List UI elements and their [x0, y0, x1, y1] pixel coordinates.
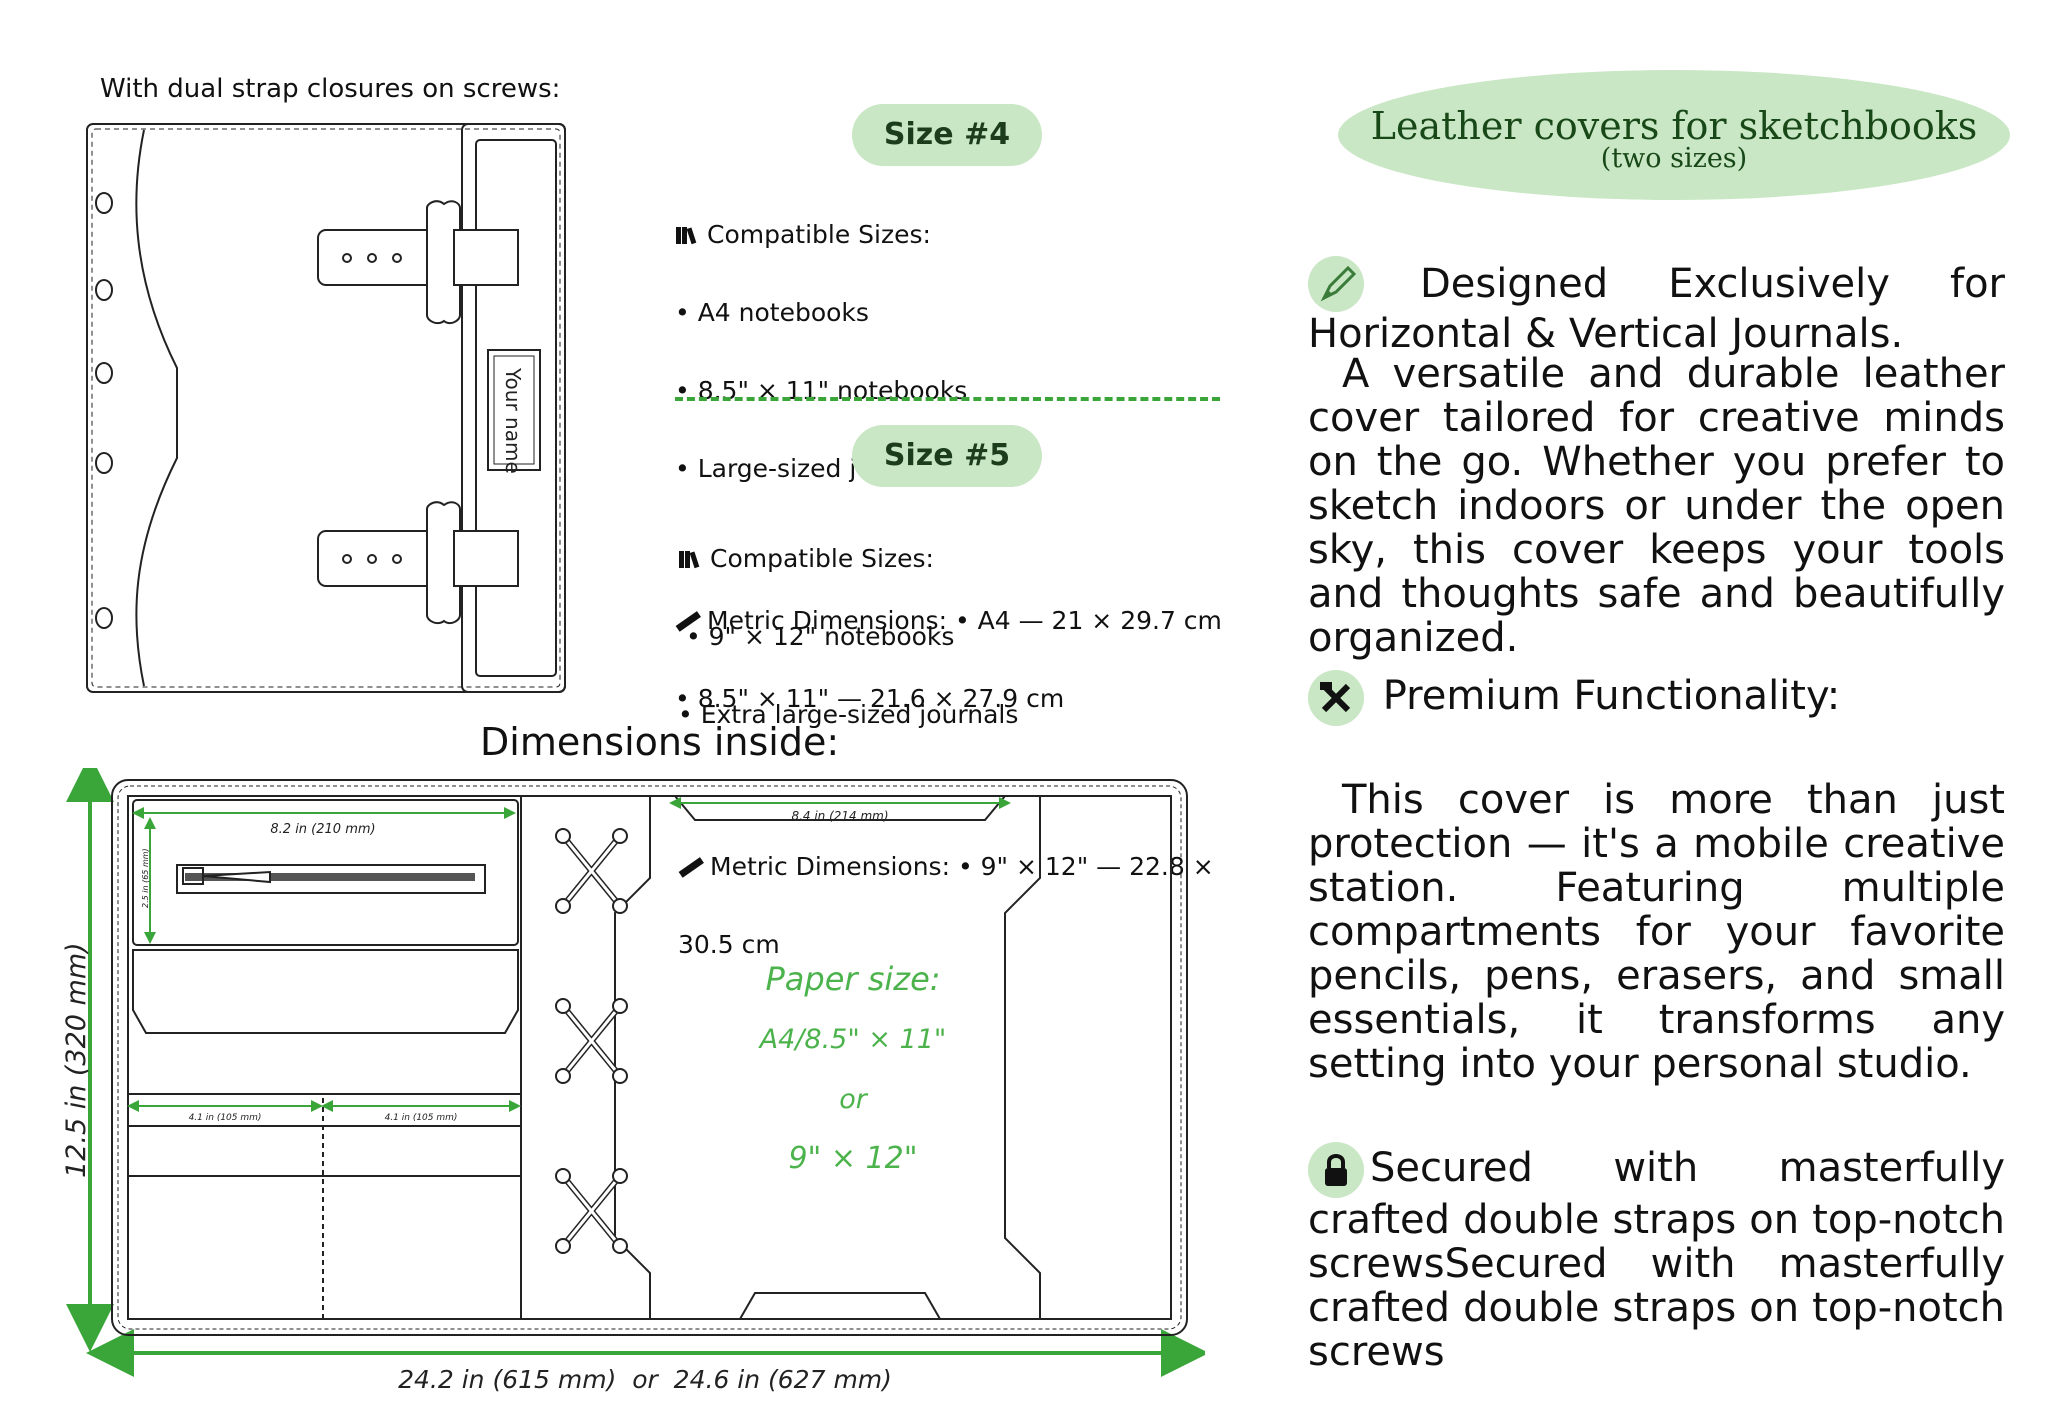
width-dimension-label: 24.2 in (615 mm) or 24.6 in (627 mm) — [398, 1365, 892, 1394]
slot-right-label: 4.1 in (105 mm) — [385, 1113, 458, 1123]
paper-or: or — [839, 1084, 869, 1115]
premium-paragraph: This cover is more than just protection … — [1308, 777, 2005, 1087]
size5-specs: Compatible Sizes: • 9" × 12" notebooks •… — [678, 494, 1214, 984]
slot-left-label: 4.1 in (105 mm) — [189, 1113, 262, 1123]
name-plate-text: Your name — [501, 367, 525, 474]
designed-rest: Horizontal & Vertical Journals. — [1308, 311, 1904, 357]
lock-icon — [1308, 1142, 1364, 1198]
pocket-height-label: 2.5 in (65 mm) — [141, 848, 150, 908]
size5-metric-line2: 30.5 cm — [678, 930, 780, 959]
premium-title: Premium Functionality: — [1382, 673, 1841, 719]
secured-paragraph: Secured with masterfully crafted double … — [1308, 1142, 2005, 1374]
size4-item: • A4 notebooks — [675, 298, 869, 327]
size4-label: Size #4 — [883, 117, 1011, 152]
size5-item: • 9" × 12" notebooks — [678, 622, 955, 651]
paper-top-label: 8.4 in (214 mm) — [791, 809, 888, 823]
header-pill: Leather covers for sketchbooks (two size… — [1338, 70, 2010, 200]
tools-icon — [1308, 670, 1364, 726]
size5-pill: Size #5 — [852, 425, 1042, 487]
cover-exterior-drawing: Your name — [86, 123, 566, 693]
size5-label: Size #5 — [883, 438, 1011, 473]
header-subtitle: (two sizes) — [1600, 143, 1748, 174]
size5-metric-line1: Metric Dimensions: • 9" × 12" — 22.8 × — [710, 852, 1214, 881]
closure-caption: With dual strap closures on screws: — [100, 74, 561, 104]
books-icon — [676, 227, 697, 245]
pen-icon — [1308, 256, 1364, 312]
premium-heading: Premium Functionality: — [1308, 670, 1840, 726]
ruler-icon — [678, 857, 704, 878]
ruler-icon — [675, 611, 701, 632]
paper-size-1: A4/8.5" × 11" — [758, 1024, 947, 1055]
size4-metric-line2: • 8.5" × 11" — 21.6 × 27.9 cm — [675, 684, 1065, 713]
size5-item: • Extra large-sized journals — [678, 700, 1019, 729]
books-icon — [679, 551, 700, 569]
size4-compatible-heading: Compatible Sizes: — [707, 220, 931, 249]
size4-metric-line1: Metric Dimensions: • A4 — 21 × 29.7 cm — [707, 606, 1222, 635]
size-divider — [675, 397, 1220, 401]
paper-size-label: Paper size: — [765, 960, 940, 998]
cover-interior-drawing: 8.2 in (210 mm) 2.5 in (65 mm) 4.1 in (1… — [61, 768, 1205, 1394]
size5-compatible-heading: Compatible Sizes: — [710, 544, 934, 573]
size4-specs: Compatible Sizes: • A4 notebooks • 8.5" … — [675, 170, 1222, 738]
header-title: Leather covers for sketchbooks — [1370, 104, 1978, 148]
intro-paragraph: A versatile and durable leather cover ta… — [1308, 351, 2005, 661]
paper-size-2: 9" × 12" — [788, 1141, 917, 1176]
height-dimension-label: 12.5 in (320 mm) — [61, 942, 92, 1178]
pocket-width-label: 8.2 in (210 mm) — [270, 822, 375, 837]
designed-block: Designed Exclusively for Horizontal & Ve… — [1308, 256, 2005, 356]
designed-first-line: Designed Exclusively for — [1420, 261, 2005, 307]
inside-title: Dimensions inside: — [480, 720, 840, 764]
secured-text: Secured with masterfully crafted double … — [1308, 1145, 2005, 1375]
size4-pill: Size #4 — [852, 104, 1042, 166]
